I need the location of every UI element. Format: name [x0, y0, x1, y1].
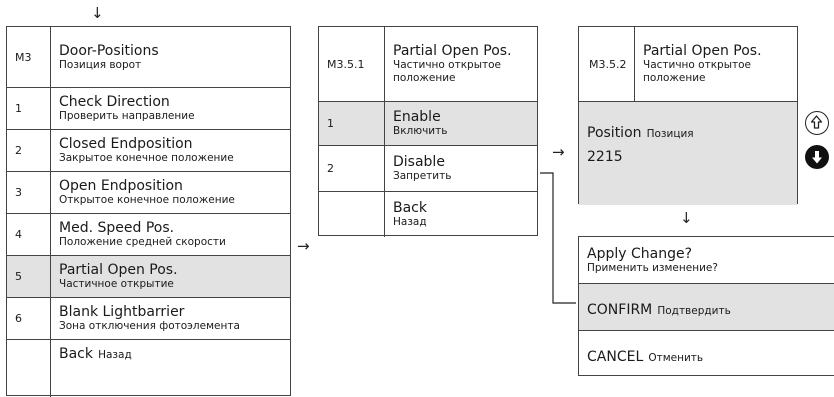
menu-item-partial-open-pos[interactable]: 5 Partial Open Pos. Частичное открытие	[7, 255, 290, 297]
menu-item-back[interactable]: Back Назад	[319, 191, 537, 237]
question-en: Apply Change?	[587, 245, 693, 262]
item-code: 5	[7, 256, 51, 297]
item-title: Partial Open Pos.	[59, 262, 178, 278]
item-code: 1	[7, 88, 51, 129]
item-title: Med. Speed Pos.	[59, 220, 175, 236]
menu-code: M3.5.2	[579, 27, 635, 101]
item-subtitle: Назад	[393, 216, 427, 228]
confirm-label-en: CONFIRM	[587, 302, 653, 318]
menu-item-med-speed-pos[interactable]: 4 Med. Speed Pos. Положение средней скор…	[7, 213, 290, 255]
menu-header: M3.5.2 Partial Open Pos. Частично открыт…	[579, 27, 797, 101]
item-subtitle: Назад	[98, 349, 132, 361]
right-arrow-1: →	[297, 237, 310, 255]
arrow-up-outline-icon[interactable]	[805, 111, 829, 135]
position-label: Position	[587, 125, 642, 141]
menu-item-open-endposition[interactable]: 3 Open Endposition Открытое конечное пол…	[7, 171, 290, 213]
item-subtitle: Включить	[393, 125, 448, 137]
confirm-question: Apply Change? Применить изменение?	[579, 237, 834, 283]
menu-title: Door-Positions	[59, 42, 159, 59]
menu-item-enable[interactable]: 1 Enable Включить	[319, 101, 537, 145]
item-code: 2	[7, 130, 51, 171]
item-code: 3	[7, 172, 51, 213]
menu-item-disable[interactable]: 2 Disable Запретить	[319, 145, 537, 191]
confirm-button[interactable]: CONFIRM Подтвердить	[579, 283, 834, 330]
question-ru: Применить изменение?	[587, 261, 718, 274]
cancel-label-en: CANCEL	[587, 349, 644, 365]
item-code: 6	[7, 298, 51, 339]
item-title: Check Direction	[59, 94, 170, 110]
item-title: Blank Lightbarrier	[59, 304, 185, 320]
menu-subtitle: Частично открытое положение	[643, 59, 752, 84]
connector-line	[540, 172, 576, 304]
position-label-ru: Позиция	[646, 128, 694, 140]
item-subtitle: Открытое конечное положение	[59, 194, 235, 206]
menu-header: M3 Door-Positions Позиция ворот	[7, 27, 290, 87]
position-value: 2215	[587, 149, 623, 165]
confirm-label-ru: Подтвердить	[657, 305, 731, 317]
arrow-down-filled-icon[interactable]	[805, 145, 829, 169]
item-title: Closed Endposition	[59, 136, 193, 152]
item-title: Back	[59, 346, 93, 362]
menu-item-back[interactable]: Back Назад	[7, 339, 290, 397]
menu-title: Partial Open Pos.	[393, 43, 512, 59]
item-title: Back	[393, 200, 427, 216]
item-code	[319, 192, 385, 237]
item-subtitle: Закрытое конечное положение	[59, 152, 234, 164]
menu-item-check-direction[interactable]: 1 Check Direction Проверить направление	[7, 87, 290, 129]
item-title: Enable	[393, 109, 441, 125]
item-code: 1	[319, 102, 385, 145]
down-arrow-top: ↓	[91, 4, 104, 22]
confirm-dialog: Apply Change? Применить изменение? CONFI…	[578, 236, 834, 376]
menu-code: M3	[7, 27, 51, 87]
position-display[interactable]: Position Позиция 2215	[579, 101, 797, 205]
menu-door-positions: M3 Door-Positions Позиция ворот 1 Check …	[6, 26, 291, 397]
item-subtitle: Зона отключения фотоэлемента	[59, 320, 240, 332]
down-arrow-2: ↓	[680, 209, 693, 227]
item-code	[7, 340, 51, 397]
menu-code: M3.5.1	[319, 27, 385, 101]
item-subtitle: Положение средней скорости	[59, 236, 226, 248]
right-arrow-2: →	[552, 143, 565, 161]
menu-item-blank-lightbarrier[interactable]: 6 Blank Lightbarrier Зона отключения фот…	[7, 297, 290, 339]
cancel-button[interactable]: CANCEL Отменить	[579, 330, 834, 377]
item-code: 4	[7, 214, 51, 255]
menu-subtitle: Частично открытое положение	[393, 59, 502, 84]
item-subtitle: Запретить	[393, 170, 452, 182]
menu-header: M3.5.1 Partial Open Pos. Частично открыт…	[319, 27, 537, 101]
menu-item-closed-endposition[interactable]: 2 Closed Endposition Закрытое конечное п…	[7, 129, 290, 171]
side-rail	[797, 26, 834, 204]
item-code: 2	[319, 146, 385, 191]
item-title: Disable	[393, 154, 445, 170]
cancel-label-ru: Отменить	[648, 352, 704, 364]
menu-title: Partial Open Pos.	[643, 43, 762, 59]
menu-subtitle: Позиция ворот	[59, 58, 142, 71]
menu-partial-open-position: M3.5.2 Partial Open Pos. Частично открыт…	[578, 26, 798, 205]
item-subtitle: Частичное открытие	[59, 278, 174, 290]
menu-partial-open-enable: M3.5.1 Partial Open Pos. Частично открыт…	[318, 26, 538, 237]
item-title: Open Endposition	[59, 178, 183, 194]
item-subtitle: Проверить направление	[59, 110, 195, 122]
